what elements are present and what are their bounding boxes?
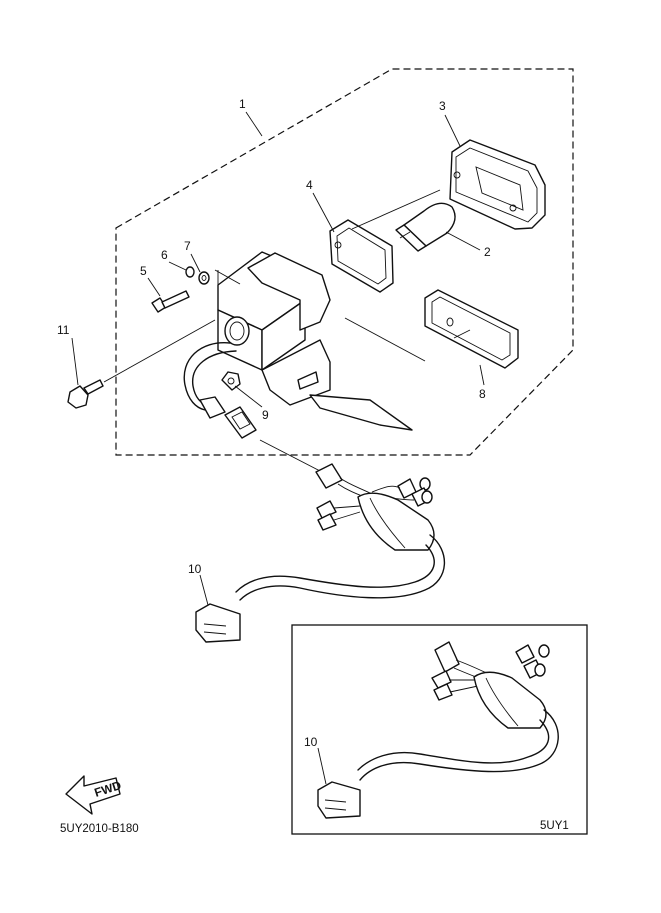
gasket <box>329 219 394 293</box>
callout-4: 4 <box>306 178 313 192</box>
callout-1: 1 <box>239 97 246 111</box>
callout-8: 8 <box>479 387 486 401</box>
inset-frame <box>291 624 588 835</box>
screw-5 <box>151 290 190 313</box>
diagram-code: 5UY2010-B180 <box>60 823 139 835</box>
lens <box>449 139 546 230</box>
wire-harness-10-inset <box>317 641 559 819</box>
bolt-11 <box>67 379 104 409</box>
assembly-boundary <box>115 68 574 456</box>
washer-6 <box>185 266 195 278</box>
callout-3: 3 <box>439 99 446 113</box>
wire-harness-10 <box>195 463 446 643</box>
callout-6: 6 <box>161 248 168 262</box>
inset-label: 5UY1 <box>540 820 569 832</box>
callout-9: 9 <box>262 408 269 422</box>
fwd-arrow-icon: FWD <box>65 775 123 815</box>
light-housing <box>217 251 413 431</box>
callout-11: 11 <box>57 323 70 337</box>
callout-10-inset: 10 <box>304 735 318 749</box>
callout-2: 2 <box>484 245 491 259</box>
license-lens-8 <box>424 289 519 369</box>
housing-wire-harness <box>183 342 257 439</box>
callout-10: 10 <box>188 562 202 576</box>
callout-7: 7 <box>184 239 191 253</box>
bulb <box>395 202 456 252</box>
washer-7 <box>198 271 210 285</box>
callout-5: 5 <box>140 264 147 278</box>
nut-9 <box>221 371 241 391</box>
